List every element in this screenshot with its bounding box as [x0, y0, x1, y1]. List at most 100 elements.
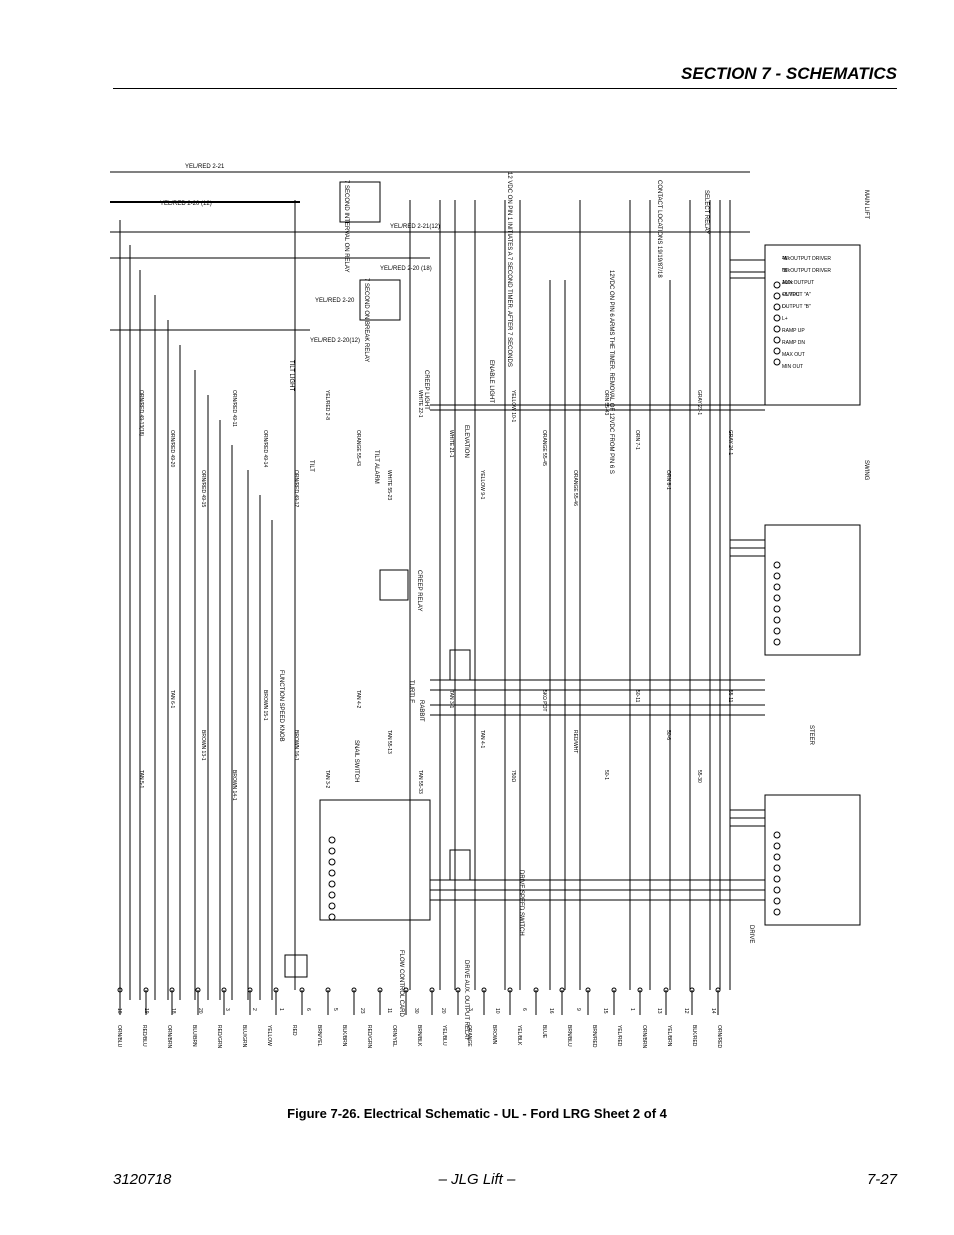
pin-number: 13 [656, 1008, 662, 1014]
relay-label: SELECT RELAY [703, 190, 709, 234]
wire-color-label: BLU/BRN [191, 1025, 197, 1047]
pin-number: 23 [359, 1008, 365, 1014]
card-terminal [773, 908, 781, 916]
relay-box [449, 649, 471, 681]
wire-label: BROWN 15-1 [262, 690, 268, 721]
card-terminal [773, 572, 781, 580]
card-terminal [773, 864, 781, 872]
component-label: CREEP LIGHT [423, 370, 429, 410]
driver-card-label: "A" OUTPUT DRIVER [782, 256, 831, 262]
driver-card-label: L- [782, 304, 787, 310]
pin-number: 2 [251, 1008, 257, 1011]
relay-box [449, 849, 471, 881]
driver-card [764, 244, 861, 406]
pin-number: 20 [440, 1008, 446, 1014]
pin-number: 18 [170, 1008, 176, 1014]
card-terminal [773, 627, 781, 635]
driver-card-label: MIN OUT [782, 364, 803, 370]
connector-pin [273, 987, 279, 993]
connector-pin [611, 987, 617, 993]
connector-pin [403, 987, 409, 993]
relay-box [379, 569, 409, 601]
wire-label: ORN 7-1 [634, 430, 640, 450]
wire-label: ORN 8-1 [665, 470, 671, 490]
wire-color-label: RED/GRN [366, 1025, 372, 1048]
wire-label: ORN/RED 49-14 [262, 430, 268, 467]
component-label: SNAIL SWITCH [353, 740, 359, 782]
wire-color-label: BRN/RED [591, 1025, 597, 1048]
wire-color-label: BRN/BLK [416, 1025, 422, 1047]
connector-pin [585, 987, 591, 993]
component-label: MAIN LIFT [863, 190, 869, 219]
page-number: 7-27 [866, 1171, 897, 1188]
driver-card [764, 524, 861, 656]
connector-pin [195, 987, 201, 993]
connector-pin [351, 987, 357, 993]
card-terminal [328, 913, 336, 921]
wire-color-label: BLU/GRN [241, 1025, 247, 1048]
wire-label: 750Ω [510, 770, 516, 782]
wire-color-label: ORN/BRN [641, 1025, 647, 1048]
pin-number: 6 [305, 1008, 311, 1011]
card-terminal [773, 605, 781, 613]
pin-number: 18 [116, 1008, 122, 1014]
card-terminal [773, 336, 781, 344]
card-terminal [773, 638, 781, 646]
wire-label: TAN 5-1 [138, 770, 144, 788]
component-label: DRIVE [748, 925, 754, 943]
pin-number: 3 [467, 1008, 473, 1011]
component-label: RABBIT [418, 700, 424, 722]
relay-label: CREEP RELAY [416, 570, 422, 611]
wire-label: RED/WHT [572, 730, 578, 753]
pin-number: 3 [224, 1008, 230, 1011]
relay-box [284, 954, 308, 978]
wire-label: YEL/RED 2-21 [185, 164, 225, 170]
connector-pin [143, 987, 149, 993]
card-terminal [773, 897, 781, 905]
card-terminal [328, 880, 336, 888]
pin-number: 5 [332, 1008, 338, 1011]
flow-control-card [319, 799, 431, 921]
wire-label: 50-6 [665, 730, 671, 740]
wire-label: GRAY 23-1 [696, 390, 702, 415]
wire-color-label: YEL/BLK [516, 1025, 522, 1046]
card-terminal [773, 831, 781, 839]
wire-label: TAN 6-1 [169, 690, 175, 708]
component-label: TILT [308, 460, 314, 472]
card-terminal [773, 303, 781, 311]
pin-number: 15 [602, 1008, 608, 1014]
card-terminal [773, 358, 781, 366]
wire-color-label: YELLOW [266, 1025, 272, 1046]
connector-pin [169, 987, 175, 993]
connector-pin [663, 987, 669, 993]
driver-card-label: L+ [782, 316, 788, 322]
component-label: FUNCTION SPEED KNOB [278, 670, 284, 742]
wire-label: ORANGE 55-45 [541, 430, 547, 466]
wire-label: BROWN 13-1 [200, 730, 206, 761]
connector-pin [429, 987, 435, 993]
connector-pin [299, 987, 305, 993]
card-terminal [773, 842, 781, 850]
wire-color-label: YEL/BLU [441, 1025, 447, 1046]
wire-label: WHITE 21-1 [448, 430, 454, 458]
wire-label: ORN/RED 49-12 [293, 470, 299, 507]
card-terminal [773, 281, 781, 289]
wire-color-label: BRN/YEL [316, 1025, 322, 1047]
card-terminal [773, 347, 781, 355]
component-label: STEER [808, 725, 814, 746]
component-label: TURTLE [408, 680, 414, 703]
pin-number: 30 [413, 1008, 419, 1014]
card-terminal [773, 853, 781, 861]
wire-label: TAN 3-2 [324, 770, 330, 788]
card-terminal [328, 902, 336, 910]
driver-card-label: OUTPUT "B" [782, 304, 811, 310]
wire-label: WHITE 22-1 [417, 390, 423, 418]
wire-label: ORANGE 55-43 [355, 430, 361, 466]
wire-label: ORN/RED 49-20 [169, 430, 175, 467]
card-terminal [328, 836, 336, 844]
wire-color-label: ORN/RED [716, 1025, 722, 1048]
connector-pin [481, 987, 487, 993]
component-label: DRIVE AUX. OUTPUT RELAY [463, 960, 469, 1041]
pin-number: 6 [521, 1008, 527, 1011]
pin-number: 19 [143, 1008, 149, 1014]
